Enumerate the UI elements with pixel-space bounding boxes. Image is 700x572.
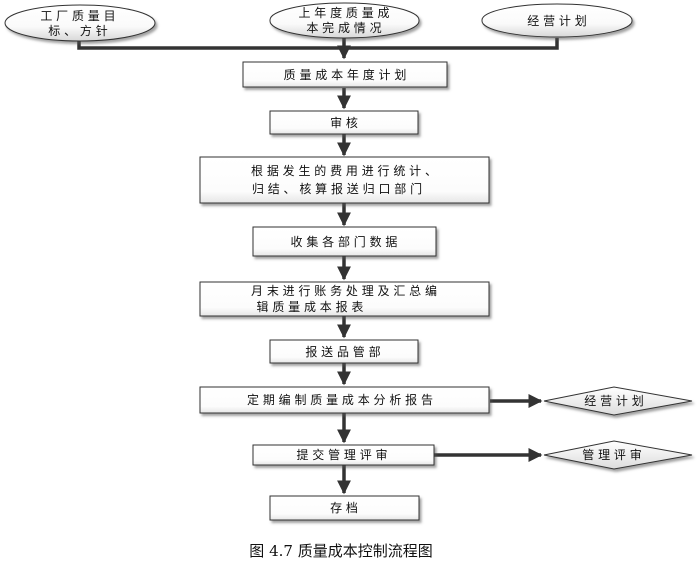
- step-periodic-analysis: 定 期 编 制 质 量 成 本 分 析 报 告: [199, 386, 490, 414]
- input-factory-quality-goal: 工 厂 质 量 目 标 、 方 针: [4, 4, 156, 42]
- box-text: 提 交 管 理 评 审: [296, 447, 387, 462]
- figure-caption: 图 4.7 质量成本控制流程图: [249, 542, 432, 560]
- diamond-text: 管 理 评 审: [582, 447, 641, 462]
- diamond-text: 经 营 计 划: [584, 394, 643, 408]
- box-text: 存 档: [330, 501, 358, 515]
- box-text-line-2: 辑 质 量 成 本 报 表: [257, 299, 364, 314]
- oval-text-line-1: 上 年 度 质 量 成: [298, 5, 389, 20]
- box-text: 收 集 各 部 门 数 据: [291, 234, 398, 249]
- box-text: 质 量 成 本 年 度 计 划: [284, 67, 407, 82]
- box-text: 报 送 品 管 部: [305, 344, 380, 359]
- step-annual-plan: 质 量 成 本 年 度 计 划: [242, 61, 448, 88]
- output-management-review: 管 理 评 审: [543, 440, 693, 470]
- box-text-line-1: 月 末 进 行 账 务 处 理 及 汇 总 编: [251, 283, 437, 298]
- step-archive: 存 档: [269, 495, 420, 521]
- box-text: 审 核: [330, 115, 358, 130]
- step-monthly-report: 月 末 进 行 账 务 处 理 及 汇 总 编 辑 质 量 成 本 报 表: [199, 281, 490, 317]
- oval-text-line-2: 本 完 成 情 况: [306, 20, 381, 35]
- input-last-year-cost: 上 年 度 质 量 成 本 完 成 情 况: [269, 2, 420, 39]
- step-collect-by-expense: 根 据 发 生 的 费 用 进 行 统 计 、 归 结 、 核 算 报 送 归 …: [199, 156, 490, 204]
- oval-text-line-2: 标 、 方 针: [48, 23, 107, 38]
- input-business-plan: 经 营 计 划: [481, 3, 633, 38]
- connector-right-input: [344, 38, 559, 50]
- connectors: [77, 35, 559, 495]
- output-business-plan: 经 营 计 划: [543, 386, 693, 416]
- box-text: 定 期 编 制 质 量 成 本 分 析 报 告: [247, 392, 433, 407]
- oval-text-line-1: 工 厂 质 量 目: [40, 9, 115, 23]
- step-collect-department-data: 收 集 各 部 门 数 据: [252, 226, 437, 257]
- connector-left-input: [77, 40, 344, 50]
- step-review: 审 核: [269, 110, 419, 135]
- step-submit-review: 提 交 管 理 评 审: [252, 444, 435, 466]
- box-text-line-2: 归 结 、 核 算 报 送 归 口 部 门: [252, 181, 422, 196]
- box-text-line-1: 根 据 发 生 的 费 用 进 行 统 计 、: [251, 163, 437, 178]
- step-send-quality-dept: 报 送 品 管 部: [269, 339, 419, 364]
- oval-text: 经 营 计 划: [527, 14, 586, 28]
